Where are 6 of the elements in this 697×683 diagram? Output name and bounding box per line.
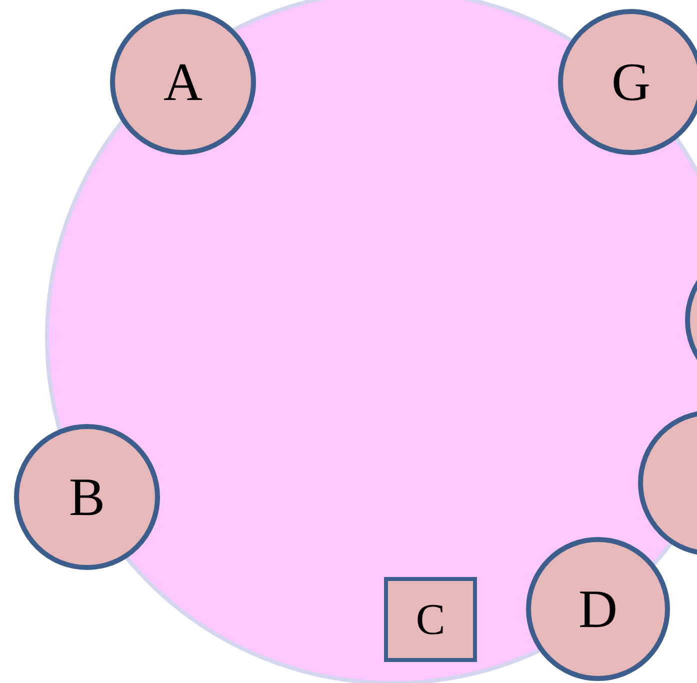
node-label: C (416, 598, 446, 642)
node-label: G (612, 55, 650, 109)
node-label: A (164, 55, 202, 109)
node-label: D (578, 582, 618, 636)
node-label: B (68, 470, 106, 524)
square-node (384, 577, 477, 662)
